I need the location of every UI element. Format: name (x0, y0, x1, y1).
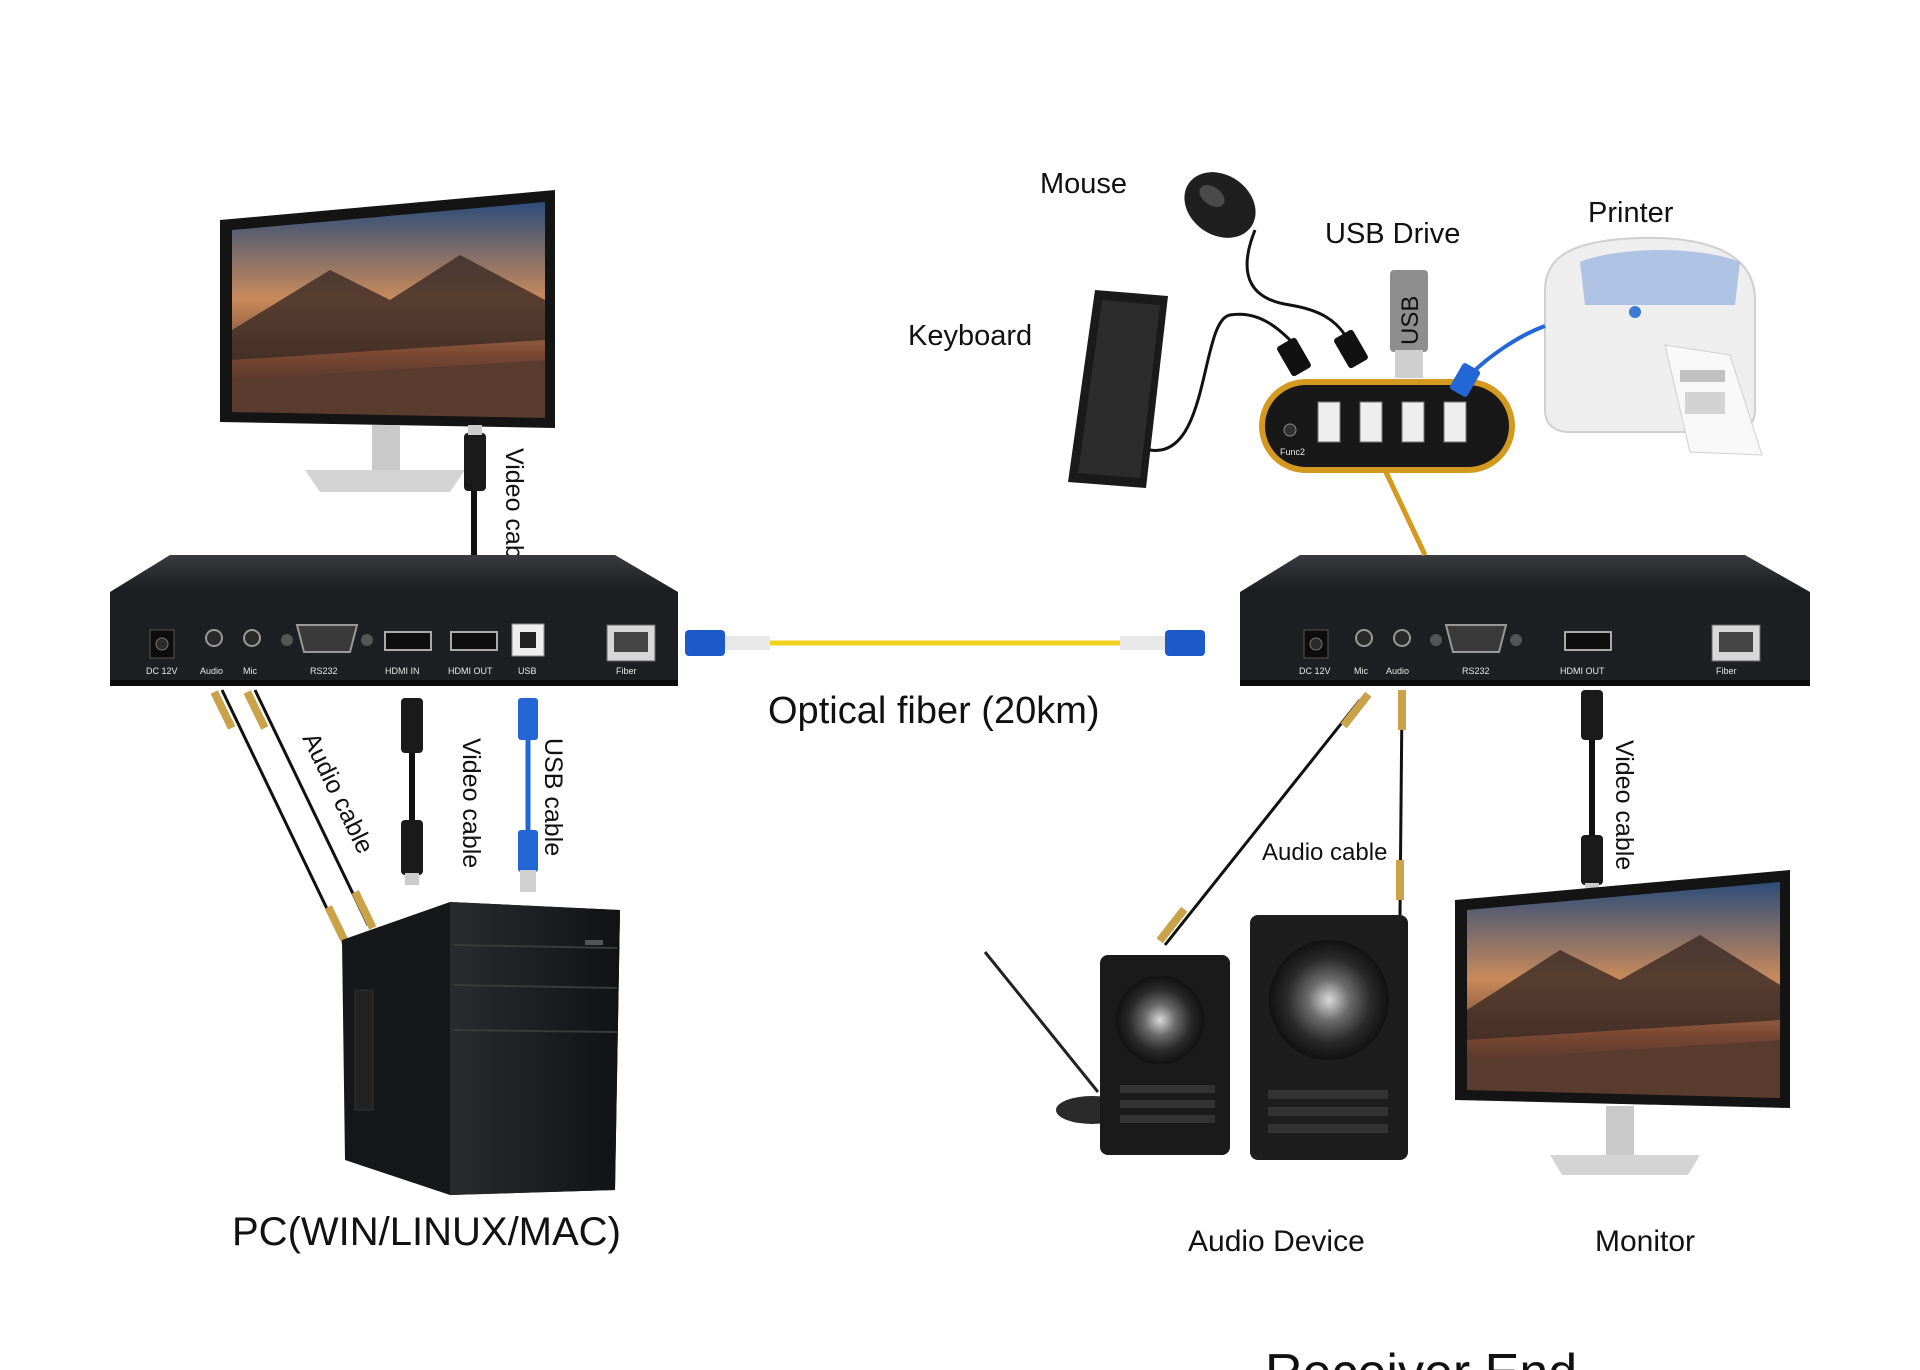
video-cable-left-label: Video cable (457, 738, 485, 868)
usb-cable-label: USB cable (539, 738, 567, 856)
port-label-mic: Mic (243, 666, 257, 676)
port-label-audio: Audio (200, 666, 223, 676)
printer-label: Printer (1588, 197, 1674, 229)
rx-port-label-rs232: RS232 (1462, 666, 1490, 676)
rx-port-label-fiber: Fiber (1716, 666, 1737, 676)
pc-tower (342, 902, 620, 1195)
port-label-rs232: RS232 (310, 666, 338, 676)
display-monitor (1455, 870, 1790, 1175)
mouse-device (1172, 159, 1269, 252)
video-cable-right-label: Video cable (1610, 740, 1638, 870)
source-monitor (220, 190, 555, 492)
port-label-hdmi-in: HDMI IN (385, 666, 420, 676)
port-label-usb: USB (518, 666, 537, 676)
rx-port-label-dc12v: DC 12V (1299, 666, 1331, 676)
receiver-end-label: Receiver End (1265, 1344, 1577, 1370)
audio-device-label: Audio Device (1188, 1225, 1365, 1258)
hub-cable (1385, 470, 1425, 555)
monitor-label: Monitor (1595, 1225, 1695, 1258)
optical-fiber-cable (685, 630, 1205, 656)
keyboard-device (1068, 290, 1168, 488)
audio-cables-right (1157, 690, 1406, 945)
audio-cable-right-label: Audio cable (1262, 839, 1387, 866)
usb-drive-label: USB Drive (1325, 218, 1460, 250)
optical-fiber-label: Optical fiber (20km) (768, 690, 1100, 732)
usb-cable-left (518, 698, 538, 892)
speaker-right (1250, 915, 1408, 1160)
mouse-label: Mouse (1040, 168, 1127, 200)
port-label-dc12v: DC 12V (146, 666, 178, 676)
printer-usb-cable (1470, 326, 1545, 375)
rx-port-label-mic: Mic (1354, 666, 1368, 676)
hub-label-func2: Func2 (1280, 447, 1305, 457)
keyboard-label: Keyboard (908, 320, 1032, 352)
pc-label: PC(WIN/LINUX/MAC) (232, 1210, 621, 1254)
usb-drive-stick-label: USB (1397, 296, 1424, 345)
port-label-hdmi-out: HDMI OUT (448, 666, 493, 676)
rx-port-label-audio: Audio (1386, 666, 1409, 676)
video-cable-right (1581, 690, 1603, 895)
usb-hub: Func2 (1262, 382, 1512, 470)
audio-cable-left-label: Audio cable (297, 728, 379, 858)
video-cable-left (401, 698, 423, 885)
port-label-fiber: Fiber (616, 666, 637, 676)
printer-device (1545, 238, 1762, 455)
speaker-left (1100, 955, 1230, 1155)
mouse-usb-plug (1333, 329, 1369, 369)
keyboard-usb-plug (1276, 337, 1312, 377)
rx-port-label-hdmi-out: HDMI OUT (1560, 666, 1605, 676)
